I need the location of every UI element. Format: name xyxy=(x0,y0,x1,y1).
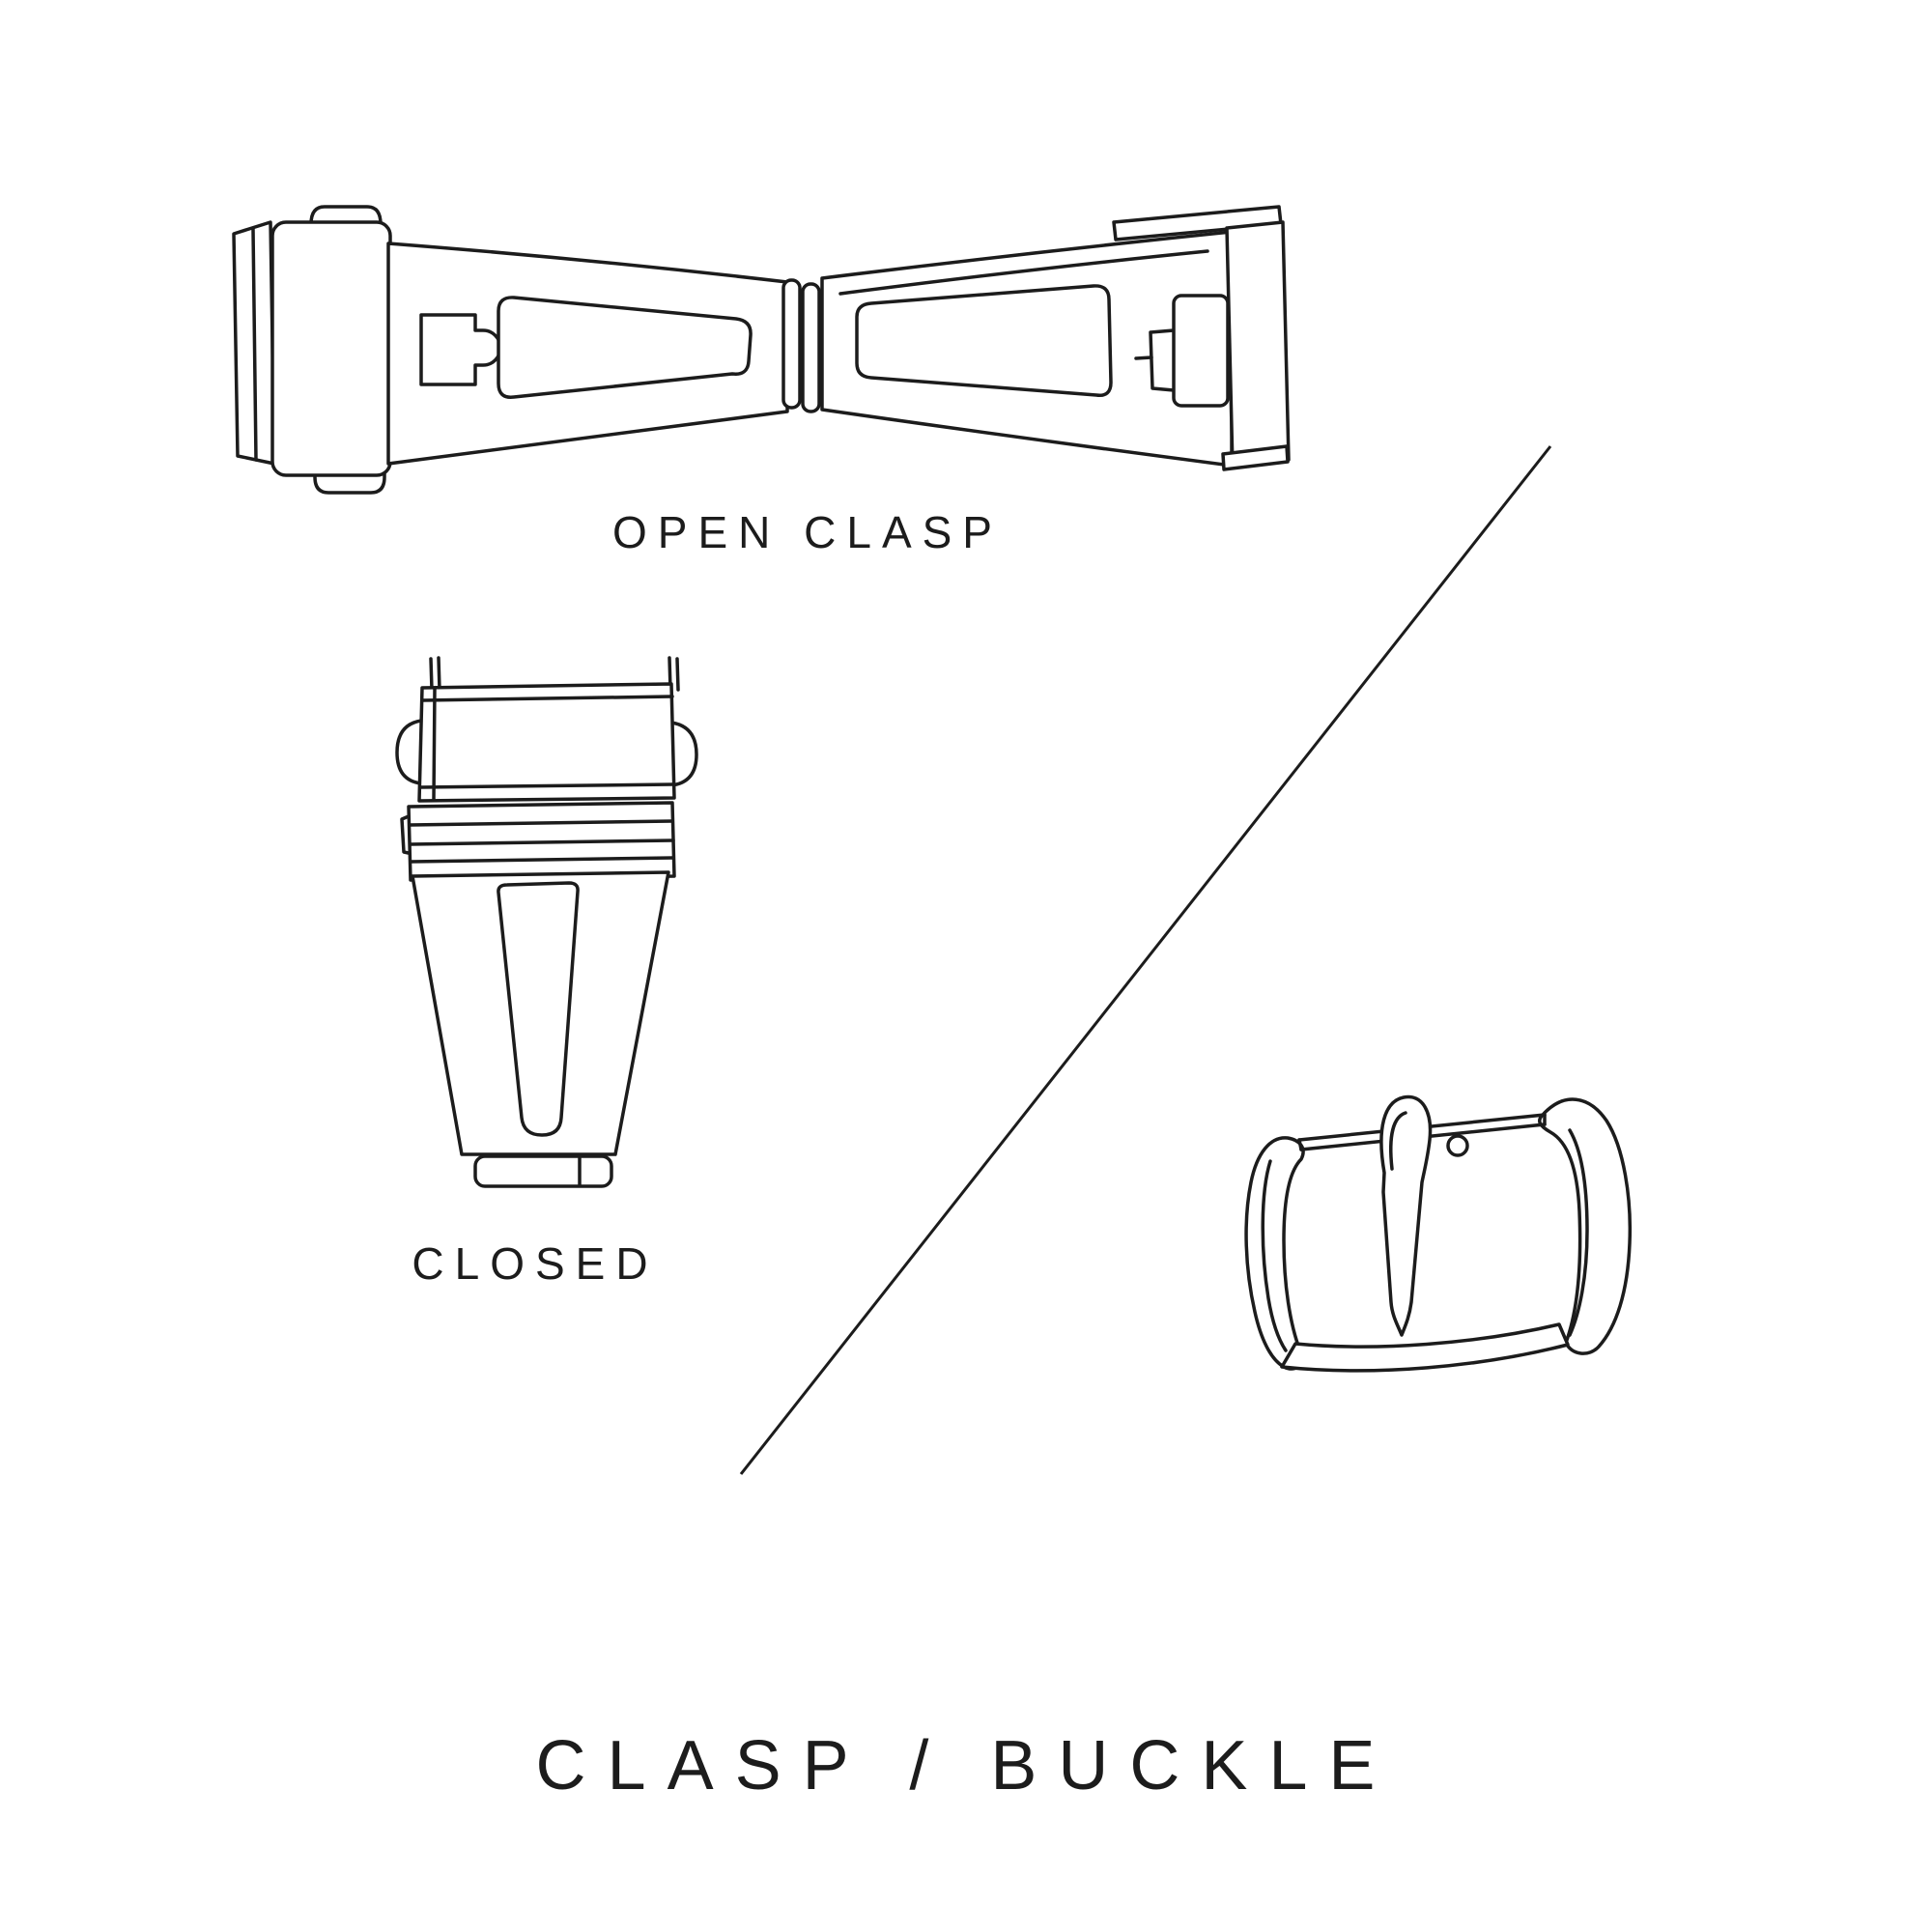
buckle-frame xyxy=(1246,1099,1630,1371)
closed-clasp-head xyxy=(397,684,696,801)
closed-clasp-foot xyxy=(475,1156,611,1186)
open-clasp-left-end-link xyxy=(234,207,390,493)
page-title: CLASP / BUCKLE xyxy=(535,1727,1397,1804)
closed-clasp-body xyxy=(412,872,668,1154)
divider-line xyxy=(732,438,1563,1486)
closed-clasp-illustration xyxy=(390,653,699,1194)
buckle-tongue xyxy=(1381,1096,1431,1335)
closed-clasp-label: CLOSED xyxy=(412,1238,659,1289)
tang-buckle-illustration xyxy=(1239,1084,1635,1417)
open-clasp-illustration xyxy=(222,184,1304,502)
open-clasp-right-blade xyxy=(822,232,1232,466)
open-clasp-label: OPEN CLASP xyxy=(612,507,1003,557)
open-clasp-right-end-link xyxy=(1114,207,1289,469)
open-clasp-left-blade xyxy=(388,243,787,464)
buckle-coil xyxy=(1448,1136,1467,1155)
open-clasp-hinge xyxy=(783,280,819,412)
closed-clasp-hinge-band xyxy=(402,803,674,880)
